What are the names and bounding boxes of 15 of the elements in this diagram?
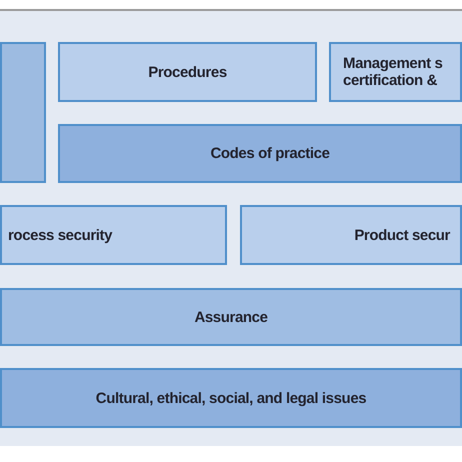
layer-box <box>240 205 462 265</box>
layer-label: Assurance <box>194 308 268 326</box>
layer-label: Codes of practice <box>210 145 330 162</box>
layer-box <box>0 288 462 346</box>
layer-label: Procedures <box>148 64 227 80</box>
layer-label: Cultural, ethical, social, and legal issues <box>96 390 366 406</box>
layer-box <box>0 205 227 265</box>
layer-box <box>58 42 317 102</box>
layer-label: Product secur <box>354 226 450 244</box>
layer-box <box>0 42 46 183</box>
layer-box <box>329 42 462 102</box>
layer-label: rocess security <box>8 226 112 244</box>
layer-label: Management s certification & <box>343 55 444 89</box>
layer-box <box>0 368 462 428</box>
layer-box <box>58 124 462 183</box>
